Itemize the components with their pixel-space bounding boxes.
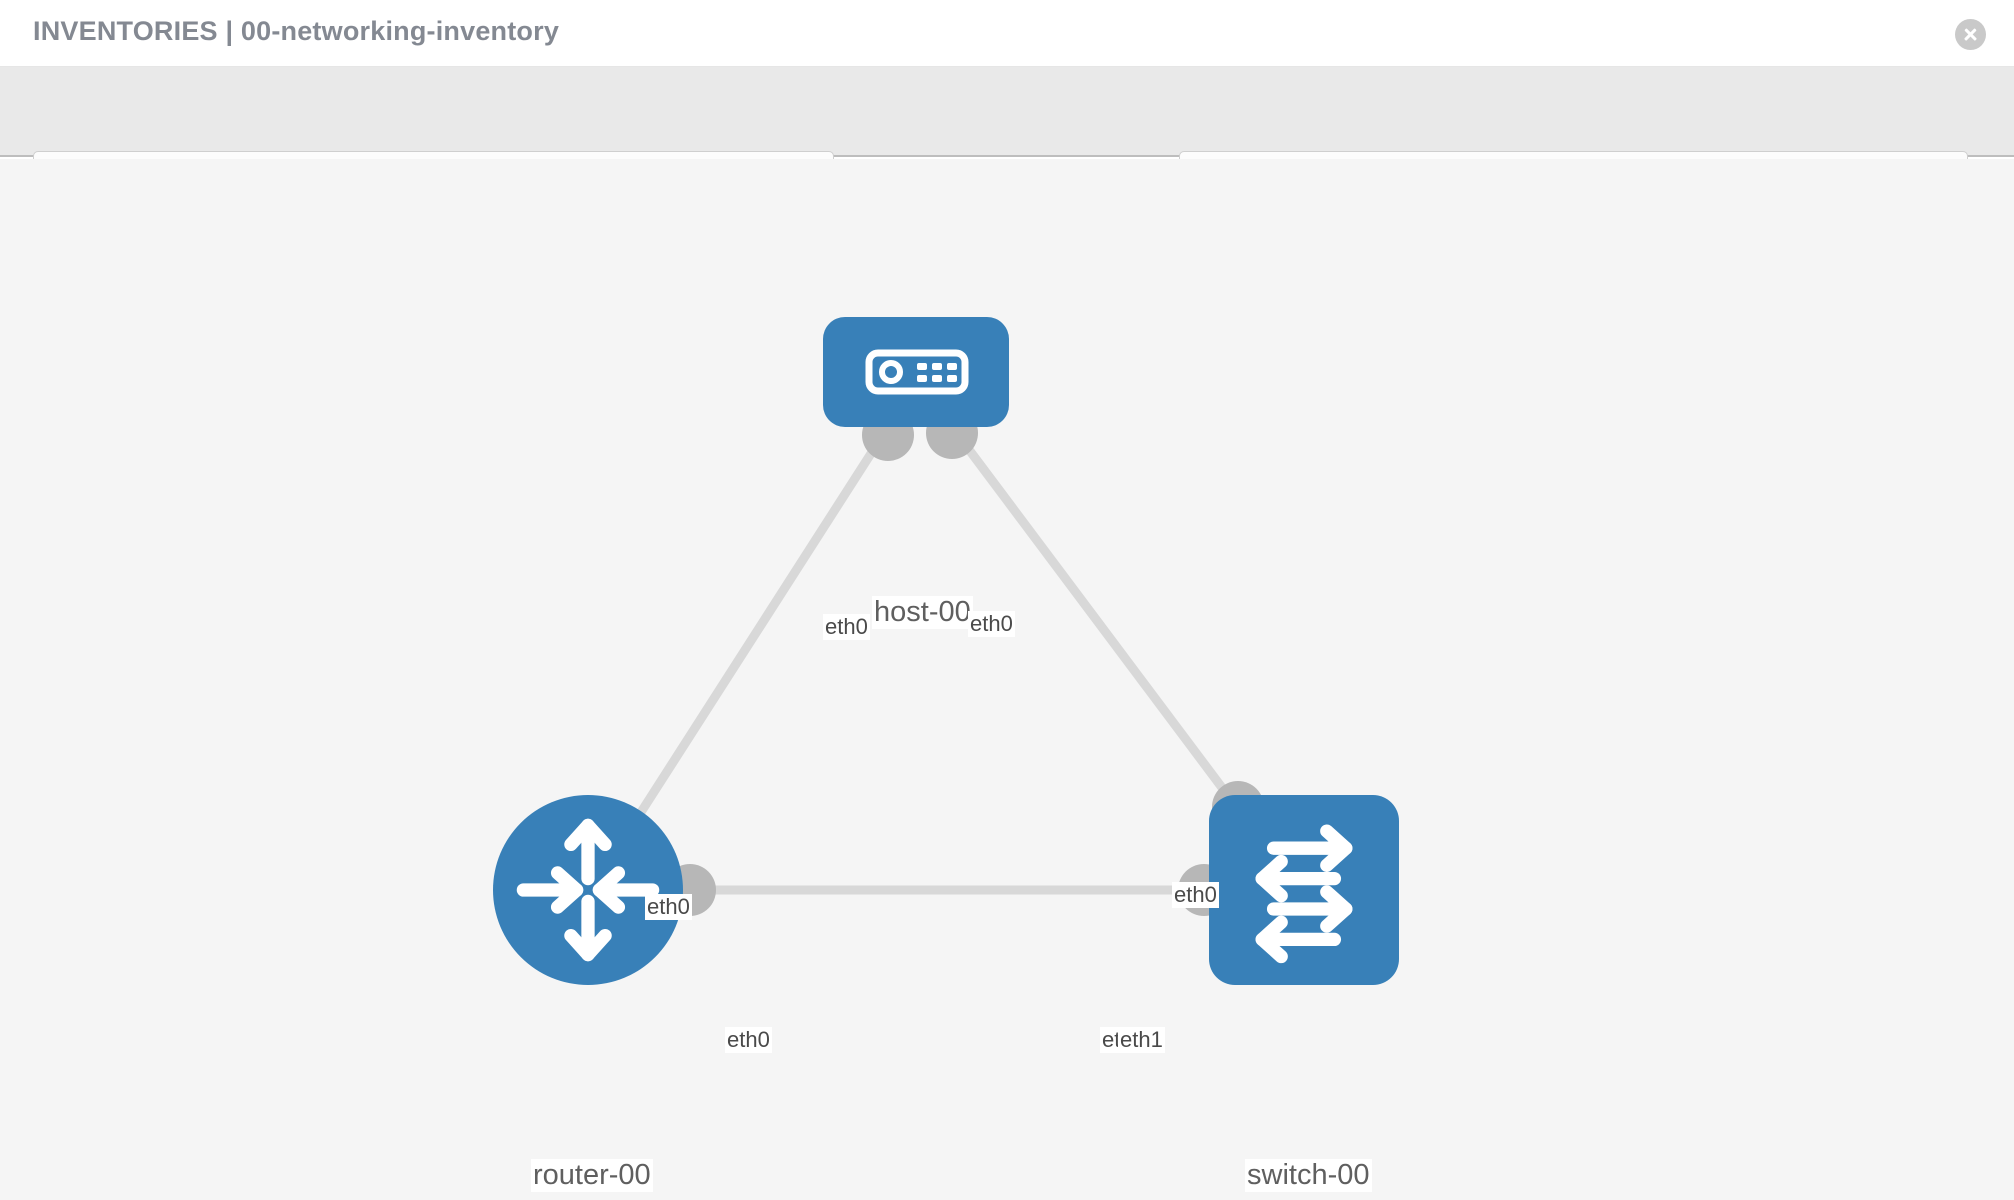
page-title: INVENTORIES | 00-networking-inventory xyxy=(33,16,560,46)
interface-label-router-eth0-up: eth0 xyxy=(645,894,692,920)
node-switch-00[interactable] xyxy=(1209,795,1399,985)
interface-label-host-eth0-right: eth0 xyxy=(968,611,1015,637)
node-label-switch: switch-00 xyxy=(1245,1159,1372,1192)
node-label-host: host-00 xyxy=(872,596,973,629)
connector-dots xyxy=(664,407,1264,916)
interface-label-host-eth0-left: eth0 xyxy=(823,614,870,640)
interface-label-switch-eth0-up: eth0 xyxy=(1172,882,1219,908)
toolbar: ACTIONS SEARCH xyxy=(0,67,2014,203)
close-icon[interactable] xyxy=(1955,19,1986,50)
page-header: INVENTORIES | 00-networking-inventory xyxy=(0,0,2014,67)
interface-label-router-eth0-side: eth0 xyxy=(725,1027,772,1053)
interface-label-switch-eth1-side: eth1 xyxy=(1118,1027,1165,1053)
node-label-router: router-00 xyxy=(531,1159,653,1192)
edge-host-router xyxy=(632,424,892,823)
node-host-00[interactable] xyxy=(823,317,1009,427)
edge-host-switch xyxy=(948,424,1242,812)
switch-arrows-icon xyxy=(1255,824,1353,964)
router-arrows-icon xyxy=(516,818,660,962)
topology-canvas[interactable]: host-00 router-00 switch-00 eth0 eth0 et… xyxy=(0,159,2014,1200)
topology-edges xyxy=(632,407,1264,916)
server-icon xyxy=(865,349,969,395)
node-router-00[interactable] xyxy=(493,795,683,985)
